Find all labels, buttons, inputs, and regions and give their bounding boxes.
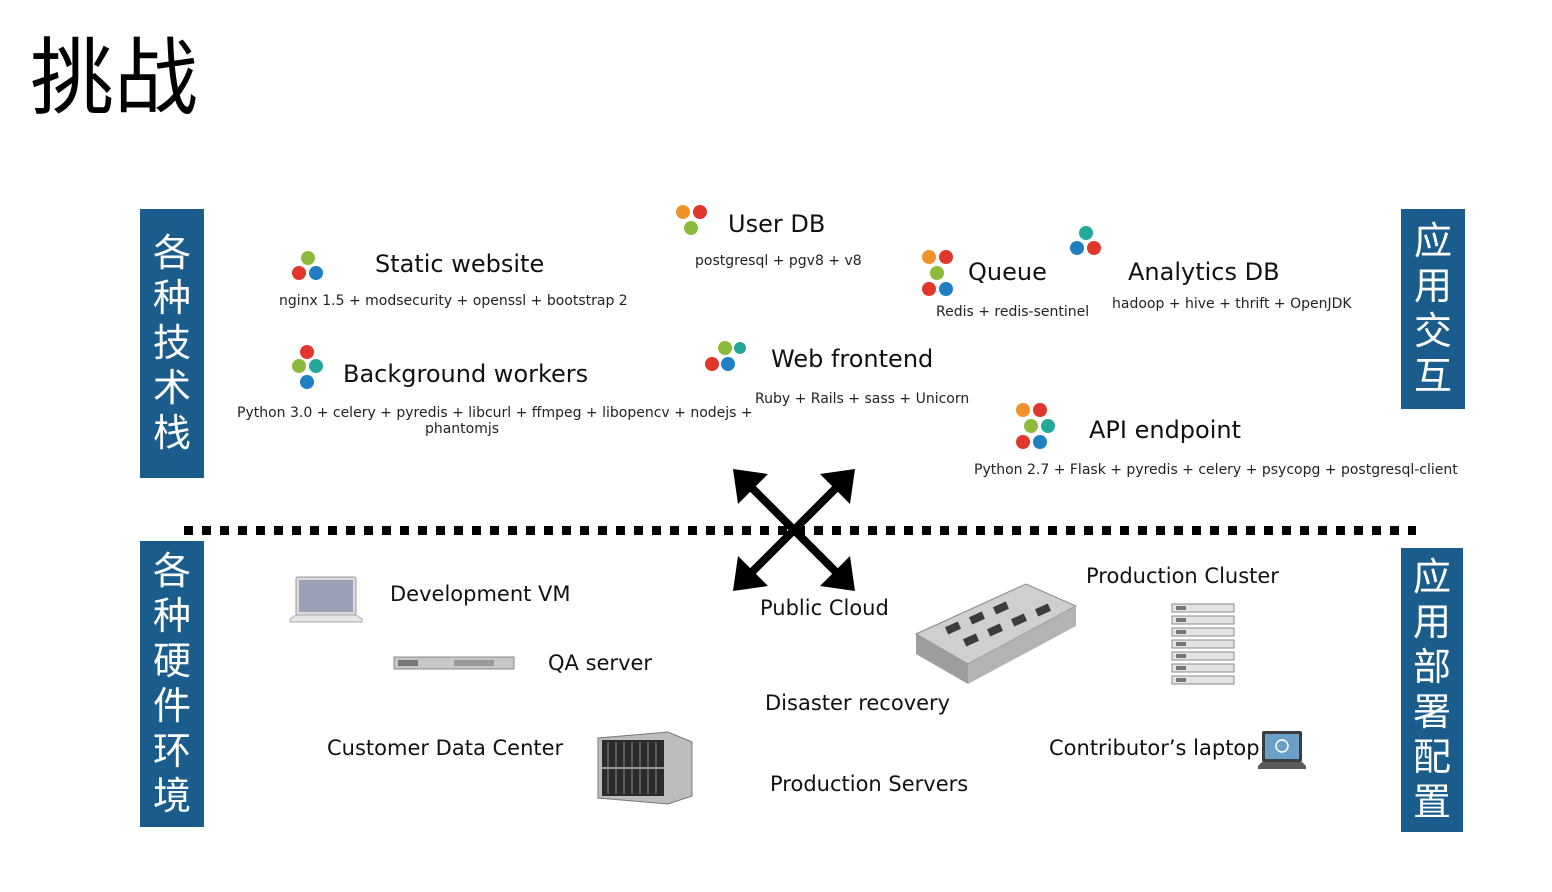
rack-server-icon bbox=[393, 656, 515, 670]
service-tech-background-workers: Python 3.0 + celery + pyredis + libcurl … bbox=[237, 405, 753, 437]
hex-cluster-icon bbox=[292, 345, 323, 389]
band-char: 技 bbox=[152, 321, 191, 365]
band-char: 栈 bbox=[152, 411, 191, 455]
band-char: 置 bbox=[1412, 780, 1451, 824]
cross-arrows-icon bbox=[733, 469, 855, 591]
band-char: 环 bbox=[152, 729, 191, 773]
blade-chassis-icon bbox=[597, 731, 693, 805]
service-tech-line: Python 3.0 + celery + pyredis + libcurl … bbox=[237, 405, 753, 421]
service-name-user-db: User DB bbox=[728, 210, 826, 238]
band-char: 配 bbox=[1412, 735, 1451, 779]
band-char: 种 bbox=[152, 594, 191, 638]
band-char: 硬 bbox=[152, 639, 191, 683]
service-name-static-website: Static website bbox=[375, 250, 545, 278]
service-tech-queue: Redis + redis-sentinel bbox=[936, 304, 1090, 320]
band-char: 各 bbox=[152, 231, 191, 275]
service-tech-api-endpoint: Python 2.7 + Flask + pyredis + celery + … bbox=[974, 462, 1458, 478]
band-char: 互 bbox=[1413, 354, 1452, 398]
hex-cluster-icon bbox=[922, 250, 953, 296]
band-char: 种 bbox=[152, 276, 191, 320]
service-name-background-workers: Background workers bbox=[343, 360, 589, 388]
hw-label-customer-data-center: Customer Data Center bbox=[327, 736, 564, 760]
hw-label-development-vm: Development VM bbox=[390, 582, 571, 606]
hw-label-public-cloud: Public Cloud bbox=[760, 596, 889, 620]
band-char: 署 bbox=[1412, 690, 1451, 734]
service-tech-static-website: nginx 1.5 + modsecurity + openssl + boot… bbox=[279, 293, 628, 309]
band-char: 应 bbox=[1412, 555, 1451, 599]
band-hardware-env: 各 种 硬 件 环 境 bbox=[140, 541, 204, 827]
band-char: 用 bbox=[1413, 264, 1452, 308]
hex-cluster-icon bbox=[292, 251, 323, 280]
hex-cluster-icon bbox=[676, 205, 707, 235]
server-board-icon bbox=[914, 583, 1078, 684]
hw-label-qa-server: QA server bbox=[548, 651, 653, 675]
band-char: 各 bbox=[152, 549, 191, 593]
band-char: 部 bbox=[1412, 645, 1451, 689]
hw-label-production-cluster: Production Cluster bbox=[1086, 564, 1279, 588]
hw-label-disaster-recovery: Disaster recovery bbox=[765, 691, 951, 715]
band-char: 应 bbox=[1413, 219, 1452, 263]
service-tech-analytics-db: hadoop + hive + thrift + OpenJDK bbox=[1112, 296, 1352, 312]
laptop-icon bbox=[289, 576, 363, 623]
service-name-queue: Queue bbox=[968, 258, 1047, 286]
hex-cluster-icon bbox=[705, 341, 746, 371]
hex-cluster-icon bbox=[1016, 403, 1055, 449]
band-char: 交 bbox=[1413, 309, 1452, 353]
hex-cluster-icon bbox=[1070, 226, 1101, 255]
page-title: 挑战 bbox=[30, 29, 199, 127]
service-tech-web-frontend: Ruby + Rails + sass + Unicorn bbox=[755, 391, 970, 407]
hw-label-production-servers: Production Servers bbox=[770, 772, 969, 796]
service-tech-line: phantomjs bbox=[424, 421, 500, 437]
band-app-deploy: 应 用 部 署 配 置 bbox=[1401, 548, 1463, 832]
band-char: 件 bbox=[152, 684, 191, 728]
service-tech-user-db: postgresql + pgv8 + v8 bbox=[695, 253, 862, 269]
service-name-analytics-db: Analytics DB bbox=[1128, 258, 1280, 286]
band-char: 术 bbox=[152, 366, 191, 410]
server-stack-icon bbox=[1171, 603, 1235, 685]
service-name-web-frontend: Web frontend bbox=[771, 345, 934, 373]
hw-label-contributors-laptop: Contributor’s laptop bbox=[1049, 736, 1260, 760]
band-app-interaction: 应 用 交 互 bbox=[1401, 209, 1465, 409]
band-char: 境 bbox=[152, 774, 191, 818]
band-tech-stack: 各 种 技 术 栈 bbox=[140, 209, 204, 478]
band-char: 用 bbox=[1412, 600, 1451, 644]
service-name-api-endpoint: API endpoint bbox=[1089, 416, 1242, 444]
dell-laptop-icon bbox=[1258, 731, 1306, 769]
